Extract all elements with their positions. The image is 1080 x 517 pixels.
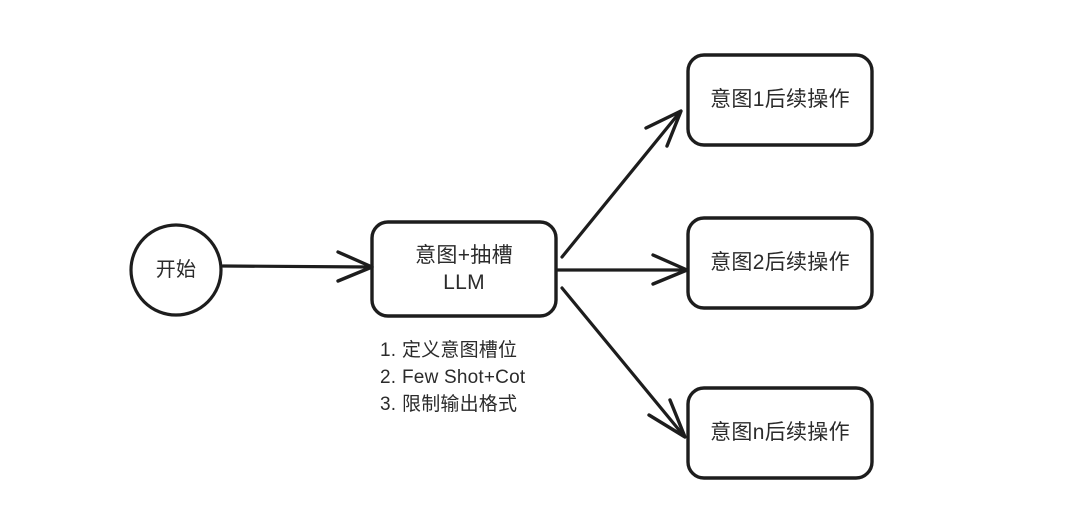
note-number: 2. — [380, 367, 397, 388]
edge-llm-to-intentn — [560, 286, 687, 439]
node-shape-start[interactable] — [129, 223, 223, 317]
edge-llm-to-intent1 — [560, 109, 683, 259]
edge-llm-to-intent2 — [556, 253, 689, 286]
note-text: 定义意图槽位 — [402, 340, 518, 361]
note-number: 3. — [380, 394, 397, 415]
note-text: 限制输出格式 — [402, 394, 518, 415]
node-shape-intentn[interactable] — [686, 386, 874, 480]
node-shape-intent2[interactable] — [686, 216, 874, 310]
note-item: 2. Few Shot+Cot — [380, 364, 610, 391]
note-number: 1. — [380, 340, 397, 361]
llm-notes-list: 1. 定义意图槽位 2. Few Shot+Cot 3. 限制输出格式 — [380, 337, 610, 418]
note-item: 1. 定义意图槽位 — [380, 337, 610, 364]
note-item: 3. 限制输出格式 — [380, 391, 610, 418]
node-shape-intent1[interactable] — [686, 53, 874, 147]
note-text: Few Shot+Cot — [402, 367, 526, 388]
node-shape-llm[interactable] — [370, 220, 558, 318]
edge-start-to-llm — [221, 250, 374, 283]
